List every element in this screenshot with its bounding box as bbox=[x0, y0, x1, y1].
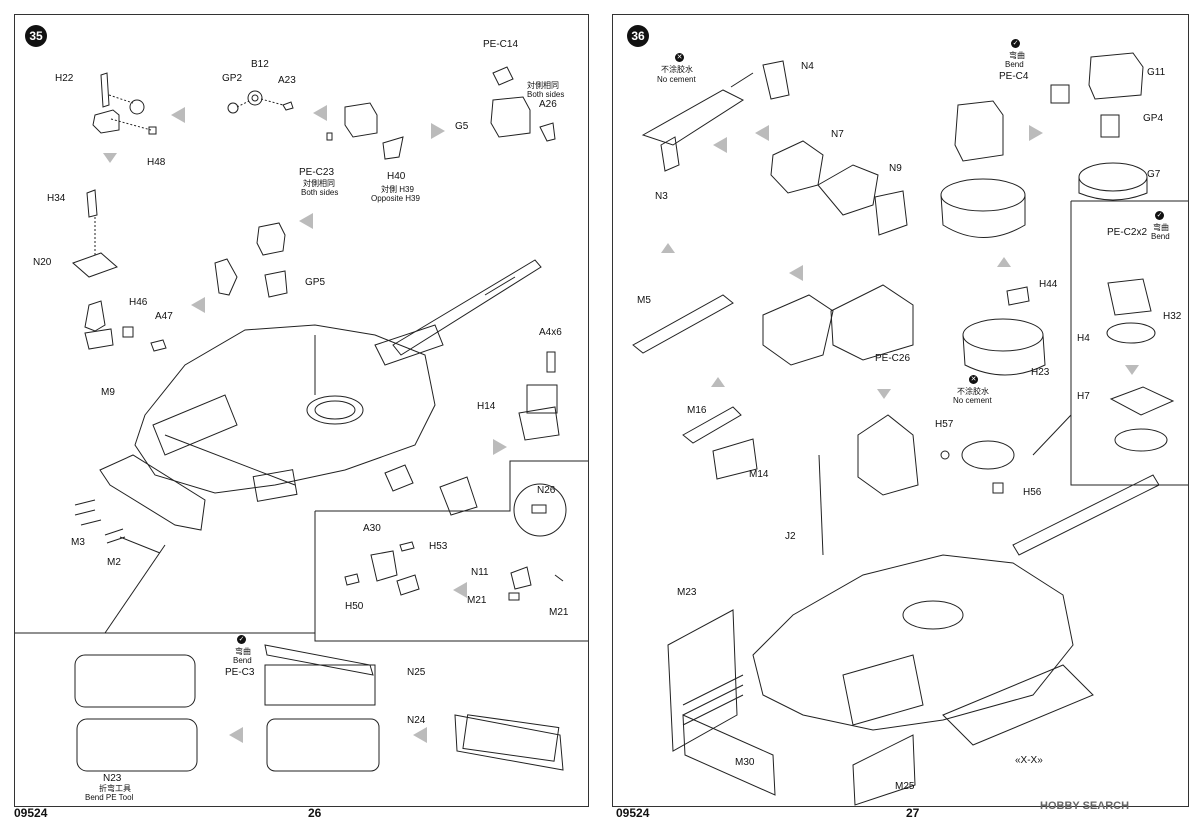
part-label-h46: H46 bbox=[129, 297, 148, 308]
part-label-g11: G11 bbox=[1147, 67, 1166, 78]
part-label-m21-b: M21 bbox=[549, 607, 569, 618]
part-label-a30: A30 bbox=[363, 523, 381, 534]
part-label-h4: H4 bbox=[1077, 333, 1090, 344]
part-label-b12: B12 bbox=[251, 59, 269, 70]
part-label-h40: H40 bbox=[387, 171, 406, 182]
part-label-g5: G5 bbox=[455, 121, 469, 132]
part-label-m23: M23 bbox=[677, 587, 697, 598]
note-pe-c23-cn: 対側相同 bbox=[303, 179, 335, 188]
part-label-m30: M30 bbox=[735, 757, 755, 768]
part-label-n26: N26 bbox=[537, 485, 556, 496]
no-cement-icon: ✕ bbox=[675, 53, 684, 62]
part-label-pe-c4: PE-C4 bbox=[999, 71, 1029, 82]
part-label-gp5: GP5 bbox=[305, 277, 326, 288]
part-label-a23: A23 bbox=[278, 75, 296, 86]
bend-icon: ✓ bbox=[1011, 39, 1020, 48]
no-cement-icon-2: ✕ bbox=[969, 375, 978, 384]
page-number-left: 26 bbox=[308, 806, 322, 820]
note-both-sides-cn: 対側相同 bbox=[527, 81, 559, 90]
product-code-left: 09524 bbox=[14, 806, 48, 820]
part-label-n11: N11 bbox=[471, 567, 489, 578]
part-label-g7: G7 bbox=[1147, 169, 1161, 180]
note-h40-cn: 対側 H39 bbox=[381, 185, 414, 194]
part-label-h50: H50 bbox=[345, 601, 364, 612]
part-label-pe-c23: PE-C23 bbox=[299, 167, 335, 178]
part-label-m5: M5 bbox=[637, 295, 651, 306]
part-label-n3: N3 bbox=[655, 191, 668, 202]
part-label-m25: M25 bbox=[895, 781, 915, 792]
part-label-m9: M9 bbox=[101, 387, 115, 398]
note-bend-pe-tool: Bend PE Tool bbox=[85, 793, 134, 802]
part-label-pe-c26: PE-C26 bbox=[875, 353, 911, 364]
note-no-cement-1: No cement bbox=[657, 75, 696, 84]
note-bend-cn-2: 弯曲 bbox=[1153, 223, 1169, 232]
watermark-text: HOBBY SEARCH bbox=[1040, 800, 1130, 812]
part-label-h22: H22 bbox=[55, 73, 74, 84]
note-bend: Bend bbox=[233, 656, 252, 665]
part-label-h7: H7 bbox=[1077, 391, 1090, 402]
bend-icon: ✓ bbox=[237, 635, 246, 644]
step-number-badge: 36 bbox=[627, 25, 649, 47]
part-label-n7: N7 bbox=[831, 129, 844, 140]
note-bend-cn: 弯曲 bbox=[235, 647, 251, 656]
note-no-cement-cn-1: 不涂胶水 bbox=[661, 65, 693, 74]
section-label-x-x: «X-X» bbox=[1015, 755, 1043, 766]
bend-icon-2: ✓ bbox=[1155, 211, 1164, 220]
note-tool-cn: 折弯工具 bbox=[99, 784, 131, 793]
part-label-a26: A26 bbox=[539, 99, 557, 110]
part-label-gp2: GP2 bbox=[222, 73, 243, 84]
part-label-h34: H34 bbox=[47, 193, 66, 204]
note-no-cement-2: No cement bbox=[953, 396, 992, 405]
part-label-h44: H44 bbox=[1039, 279, 1058, 290]
note-bend-2: Bend bbox=[1151, 232, 1170, 241]
part-label-h57: H57 bbox=[935, 419, 954, 430]
part-label-n23: N23 bbox=[103, 773, 122, 784]
note-pe-c23-both: Both sides bbox=[301, 188, 339, 197]
note-h40-opposite: Opposite H39 bbox=[371, 194, 420, 203]
part-label-h14: H14 bbox=[477, 401, 496, 412]
part-label-a4x6: A4x6 bbox=[539, 327, 562, 338]
instruction-page-left: 35 H22 GP2 B12 A23 H48 PE-C14 対側相同 Both … bbox=[14, 14, 589, 807]
part-label-h23: H23 bbox=[1031, 367, 1050, 378]
part-label-n25: N25 bbox=[407, 667, 426, 678]
part-label-a47: A47 bbox=[155, 311, 173, 322]
part-label-m2: M2 bbox=[107, 557, 121, 568]
note-bend-cn-1: 弯曲 bbox=[1009, 51, 1025, 60]
part-label-n9: N9 bbox=[889, 163, 902, 174]
part-label-h32: H32 bbox=[1163, 311, 1182, 322]
product-code-right: 09524 bbox=[616, 806, 650, 820]
note-no-cement-cn-2: 不涂胶水 bbox=[957, 387, 989, 396]
note-bend-1: Bend bbox=[1005, 60, 1024, 69]
assembly-drawing-step-35 bbox=[15, 66, 588, 772]
step-number-badge: 35 bbox=[25, 25, 47, 47]
part-label-pe-c14: PE-C14 bbox=[483, 39, 519, 50]
instruction-page-right: 36 ✕ 不涂胶水 No cement N4 N3 ✓ 弯曲 Bend PE-C… bbox=[612, 14, 1189, 807]
note-both-sides: Both sides bbox=[527, 90, 565, 99]
part-label-n20: N20 bbox=[33, 257, 52, 268]
part-label-m16: M16 bbox=[687, 405, 707, 416]
part-label-pe-c3: PE-C3 bbox=[225, 667, 255, 678]
part-label-m14: M14 bbox=[749, 469, 769, 480]
part-label-n4: N4 bbox=[801, 61, 814, 72]
page-number-right: 27 bbox=[906, 806, 920, 820]
part-label-gp4: GP4 bbox=[1143, 113, 1164, 124]
part-label-h56: H56 bbox=[1023, 487, 1042, 498]
part-label-h53: H53 bbox=[429, 541, 448, 552]
part-label-j2: J2 bbox=[785, 531, 796, 542]
assembly-drawing-step-36 bbox=[632, 52, 1188, 806]
part-label-m3: M3 bbox=[71, 537, 85, 548]
part-label-h48: H48 bbox=[147, 157, 166, 168]
part-label-n24: N24 bbox=[407, 715, 426, 726]
part-label-m21-a: M21 bbox=[467, 595, 487, 606]
part-label-pe-c2x2: PE-C2x2 bbox=[1107, 227, 1148, 238]
